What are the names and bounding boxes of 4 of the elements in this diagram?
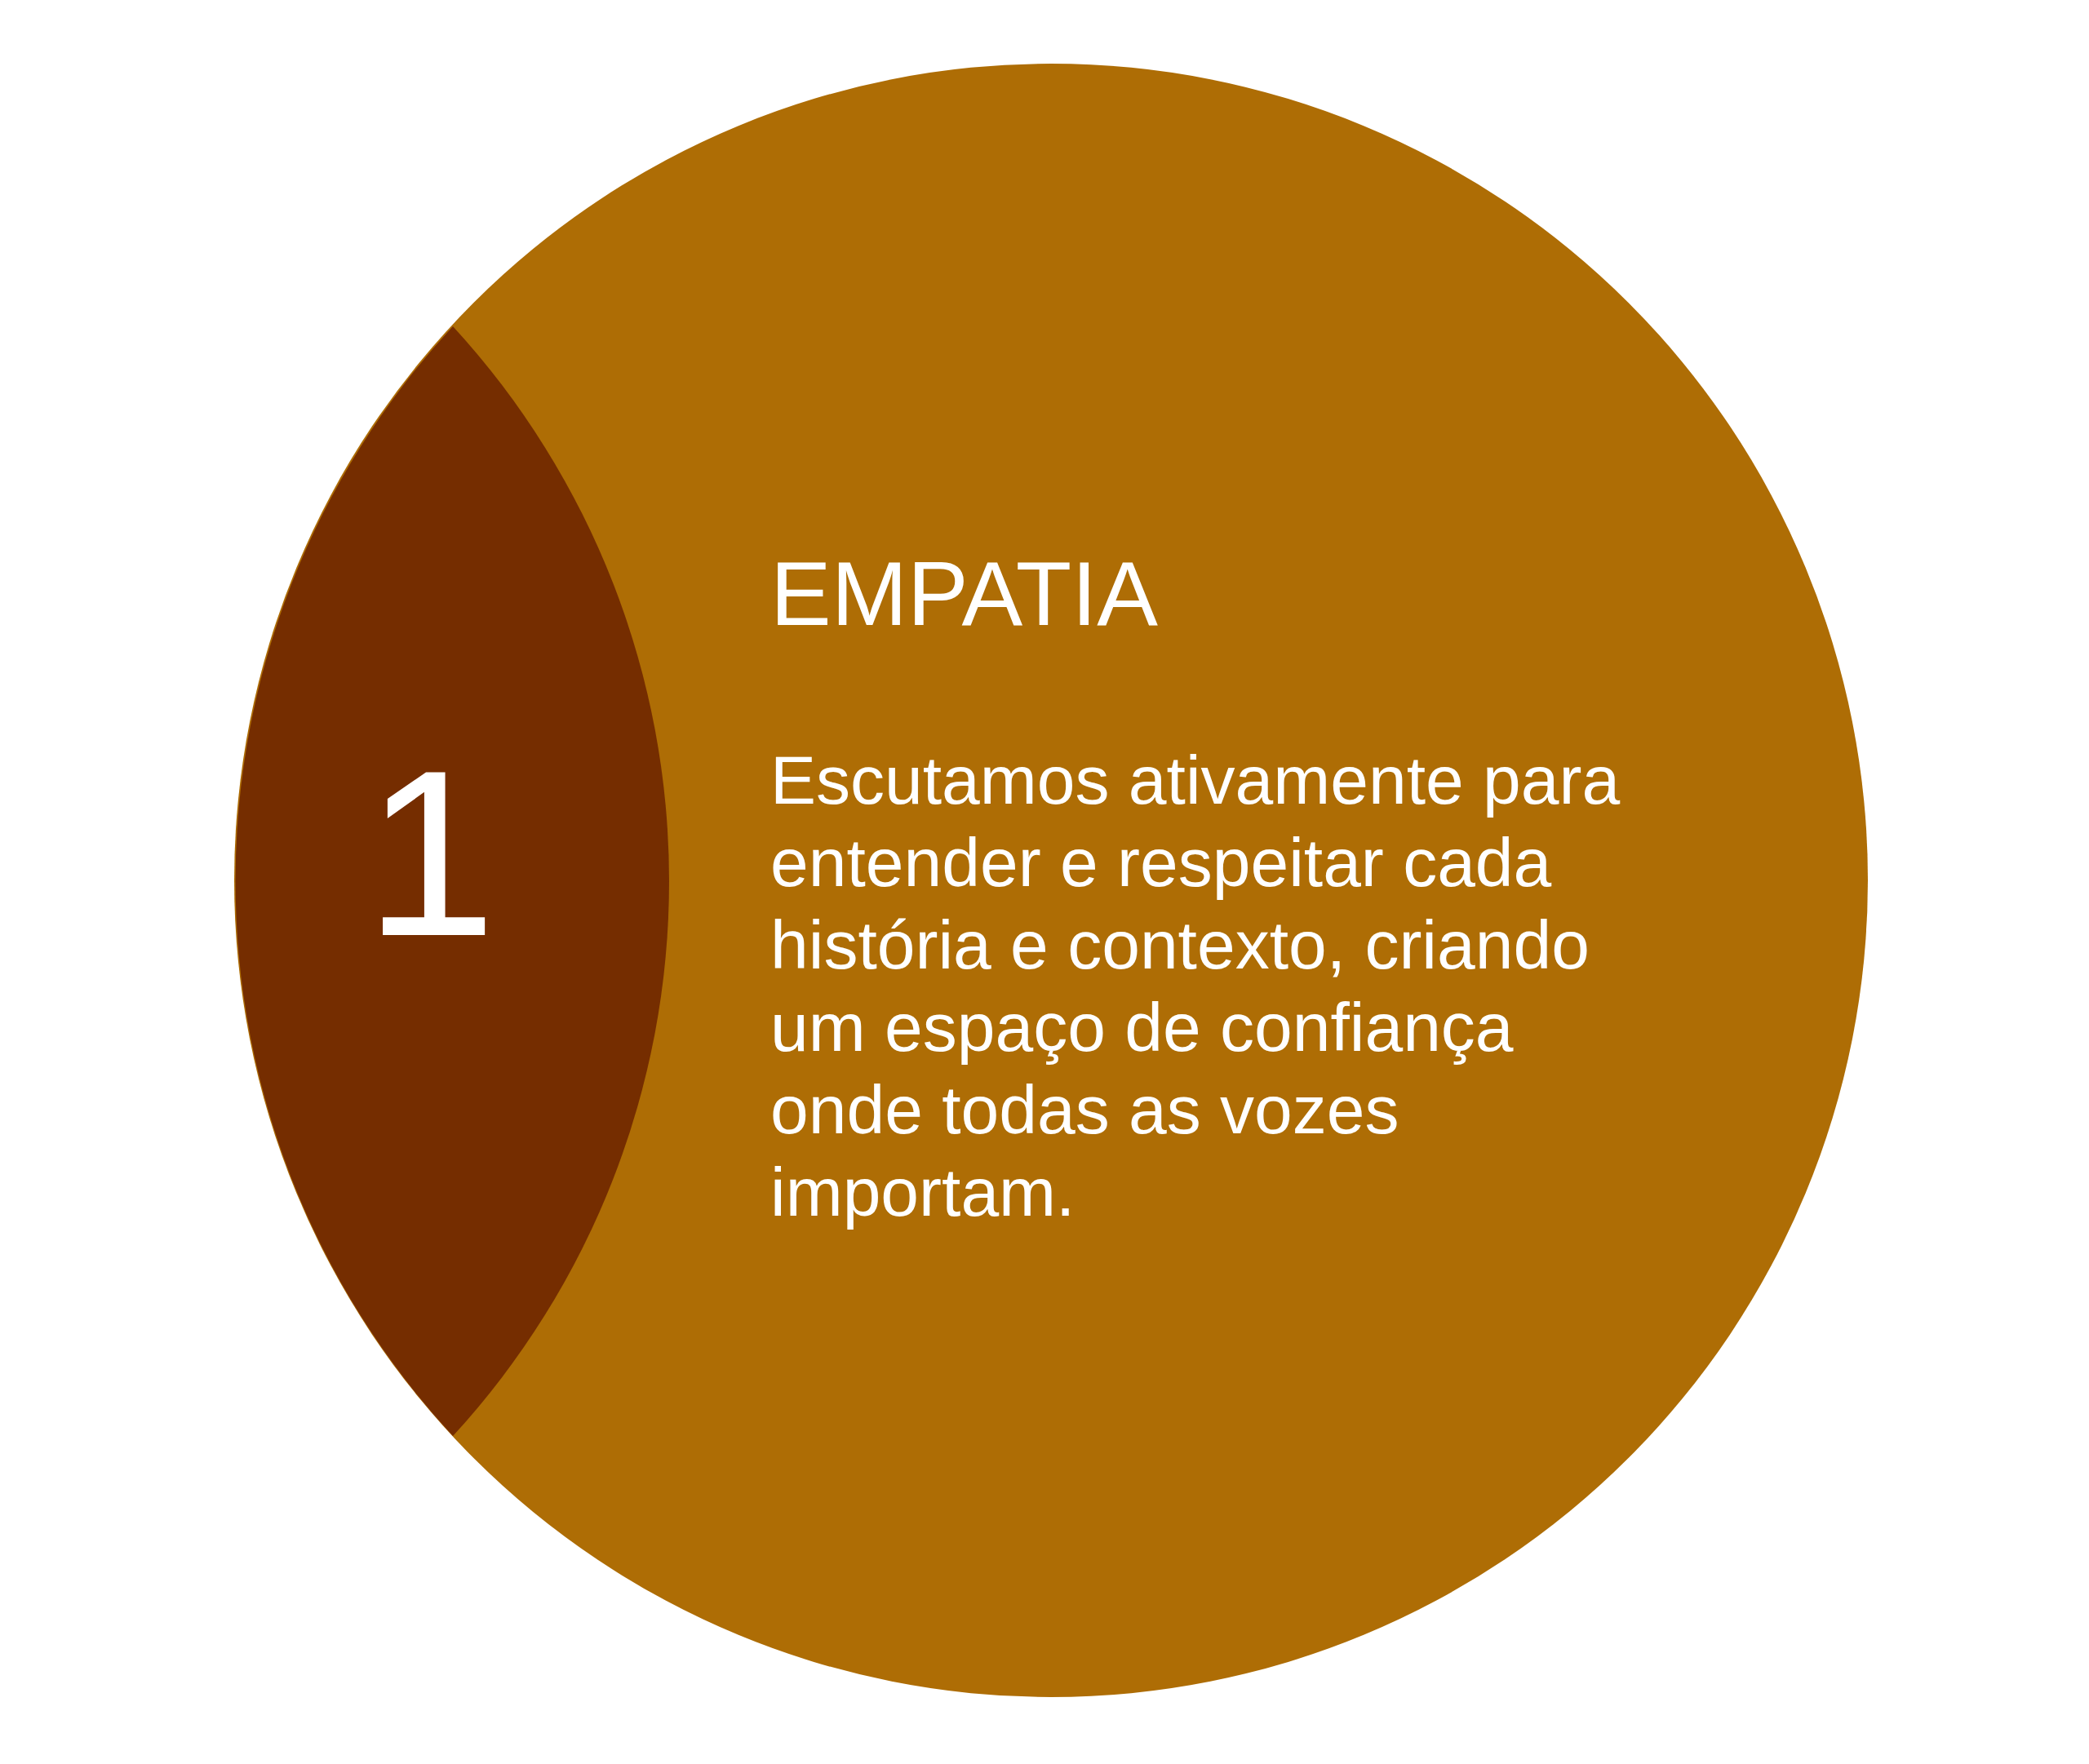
heading: EMPATIA xyxy=(770,542,1158,646)
step-number: 1 xyxy=(365,734,497,971)
description: Escutamos ativamente para entender e respeitar cada história e contexto, criando um espaço de confiança onde todas as vozes importam. xyxy=(770,741,1621,1232)
lune-segment xyxy=(234,326,669,1436)
